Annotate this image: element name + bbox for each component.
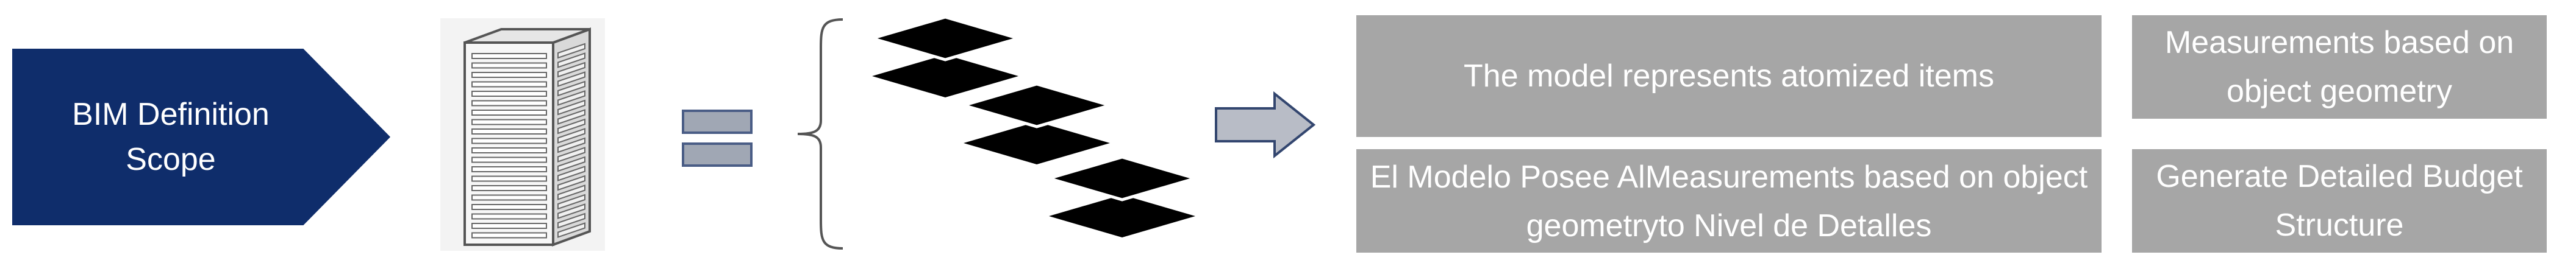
model-detail-level-text: El Modelo Posee AlMeasurements based on … — [1370, 160, 2088, 244]
brace-icon — [797, 18, 843, 250]
building-floor-front — [471, 119, 547, 125]
layers-icon-3 — [1043, 155, 1201, 237]
building-floor-side — [557, 212, 585, 229]
building-floor-front — [471, 166, 547, 172]
building-floor-side — [557, 203, 585, 219]
building-floor-side — [557, 166, 585, 181]
building-floor-front — [471, 91, 547, 97]
model-detail-level-box: El Modelo Posee AlMeasurements based on … — [1356, 149, 2102, 253]
building-floor-front — [471, 232, 547, 239]
building-floor-side — [557, 175, 585, 191]
budget-structure-text: Generate Detailed Budget Structure — [2156, 159, 2523, 243]
building-floor-side — [557, 222, 585, 238]
building-floor-side — [557, 61, 585, 78]
building-windows — [471, 43, 585, 239]
budget-structure-box: Generate Detailed Budget Structure — [2132, 149, 2547, 253]
building-floor-front — [471, 147, 547, 153]
building-floor-side — [557, 99, 585, 116]
measurements-box: Measurements based on object geometry — [2132, 15, 2547, 119]
building-floor-front — [471, 223, 547, 229]
building-floor-side — [557, 156, 585, 172]
building-floor-front — [471, 185, 547, 191]
equals-icon-top-bar — [682, 110, 753, 134]
building-floor-side — [557, 71, 585, 87]
building-icon — [440, 18, 605, 251]
equals-icon-bottom-bar — [682, 142, 753, 167]
building-floor-side — [557, 52, 585, 68]
measurements-text: Measurements based on object geometry — [2164, 25, 2514, 109]
building-floor-side — [557, 80, 585, 97]
building-floor-side — [557, 128, 585, 144]
building-floor-side — [557, 43, 585, 59]
building-floor-front — [471, 194, 547, 201]
building-floor-front — [471, 100, 547, 107]
building-floor-side — [557, 137, 585, 153]
building-floor-front — [471, 156, 547, 163]
building-floor-front — [471, 72, 547, 78]
building-floor-side — [557, 194, 585, 210]
atomized-items-text: The model represents atomized items — [1464, 58, 1994, 94]
building-floor-side — [557, 118, 585, 135]
building-floor-side — [557, 109, 585, 125]
building-floor-side — [557, 184, 585, 200]
building-floor-front — [471, 81, 547, 88]
bim-definition-scope-label: BIM Definition Scope — [72, 97, 270, 177]
building-floor-front — [471, 213, 547, 220]
bim-definition-scope-shape: BIM Definition Scope — [12, 49, 390, 225]
building-floor-front — [471, 110, 547, 116]
building-floor-side — [557, 147, 585, 163]
layers-icon-1 — [867, 15, 1024, 97]
building-floor-side — [557, 90, 585, 106]
atomized-items-box: The model represents atomized items — [1356, 15, 2102, 137]
building-floor-front — [471, 53, 547, 59]
building-floor-front — [471, 138, 547, 144]
right-arrow-icon — [1215, 91, 1316, 158]
building-floor-front — [471, 204, 547, 210]
layers-icon-2 — [958, 82, 1115, 164]
building-floor-front — [471, 62, 547, 69]
building-floor-front — [471, 175, 547, 182]
building-floor-front — [471, 128, 547, 135]
